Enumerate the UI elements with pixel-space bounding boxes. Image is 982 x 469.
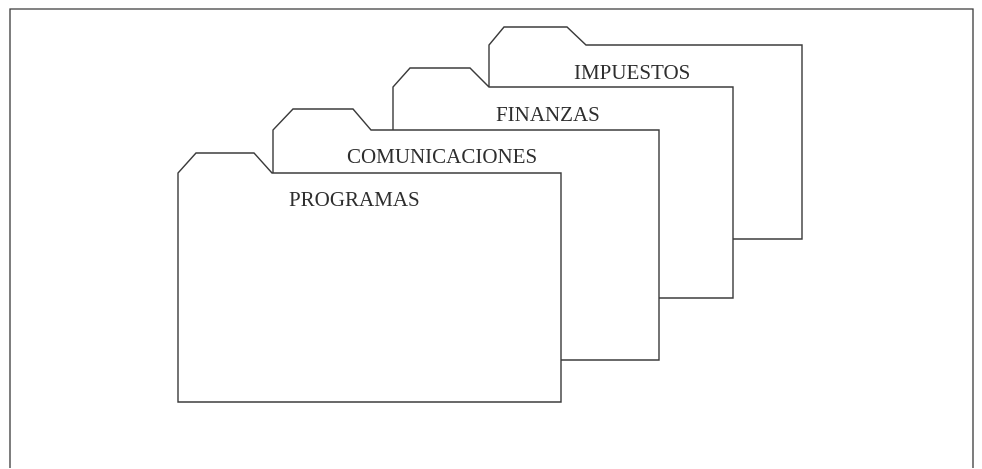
- folder-programas-body: [177, 152, 562, 403]
- folder-programas-label: PROGRAMAS: [289, 187, 420, 211]
- folder-programas: PROGRAMAS: [177, 152, 562, 403]
- folder-comunicaciones-label: COMUNICACIONES: [347, 144, 537, 168]
- figure-frame: [9, 8, 974, 468]
- folder-impuestos-label: IMPUESTOS: [574, 60, 690, 84]
- folder-finanzas-label: FINANZAS: [496, 102, 600, 126]
